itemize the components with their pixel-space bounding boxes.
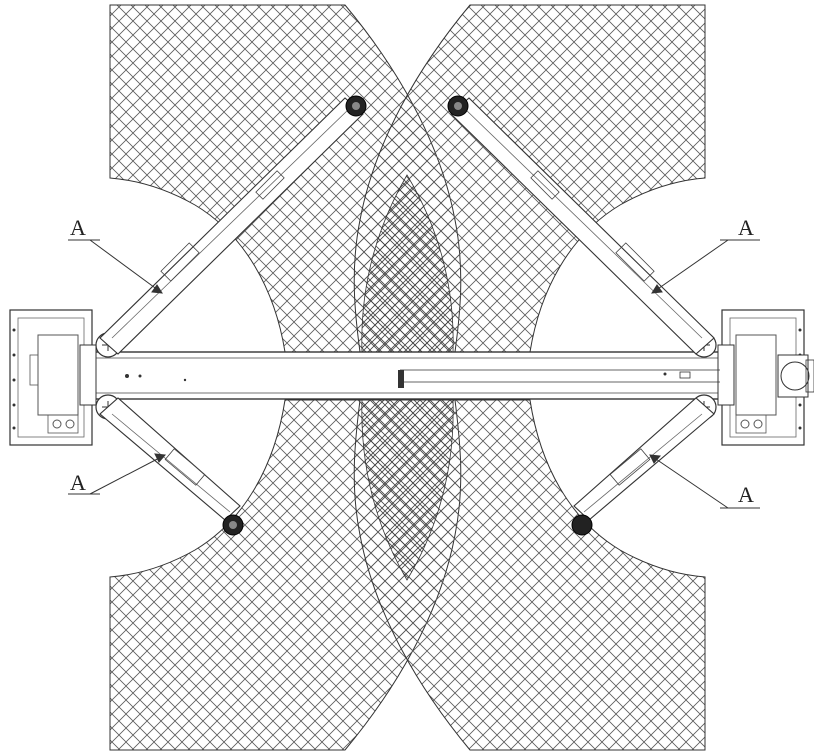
arm-bottom-right (573, 397, 715, 521)
leader-top-right (651, 239, 760, 294)
label-a-top-left: A (70, 215, 86, 240)
arm-top-left (99, 97, 364, 355)
lift-pad-bottom-right (571, 514, 593, 536)
leader-bottom-right (649, 454, 760, 509)
right-column-base (721, 309, 814, 446)
label-a-bottom-right: A (738, 482, 754, 507)
leader-bottom-left (68, 453, 167, 495)
arm-bottom-left (99, 397, 241, 521)
left-column-base (9, 309, 93, 446)
leader-top-left (68, 239, 163, 294)
label-a-top-right: A (738, 215, 754, 240)
label-a-bottom-left: A (70, 470, 86, 495)
crossbeam (79, 344, 735, 406)
overlap-bottom (361, 399, 454, 581)
arm-top-right (450, 97, 715, 355)
